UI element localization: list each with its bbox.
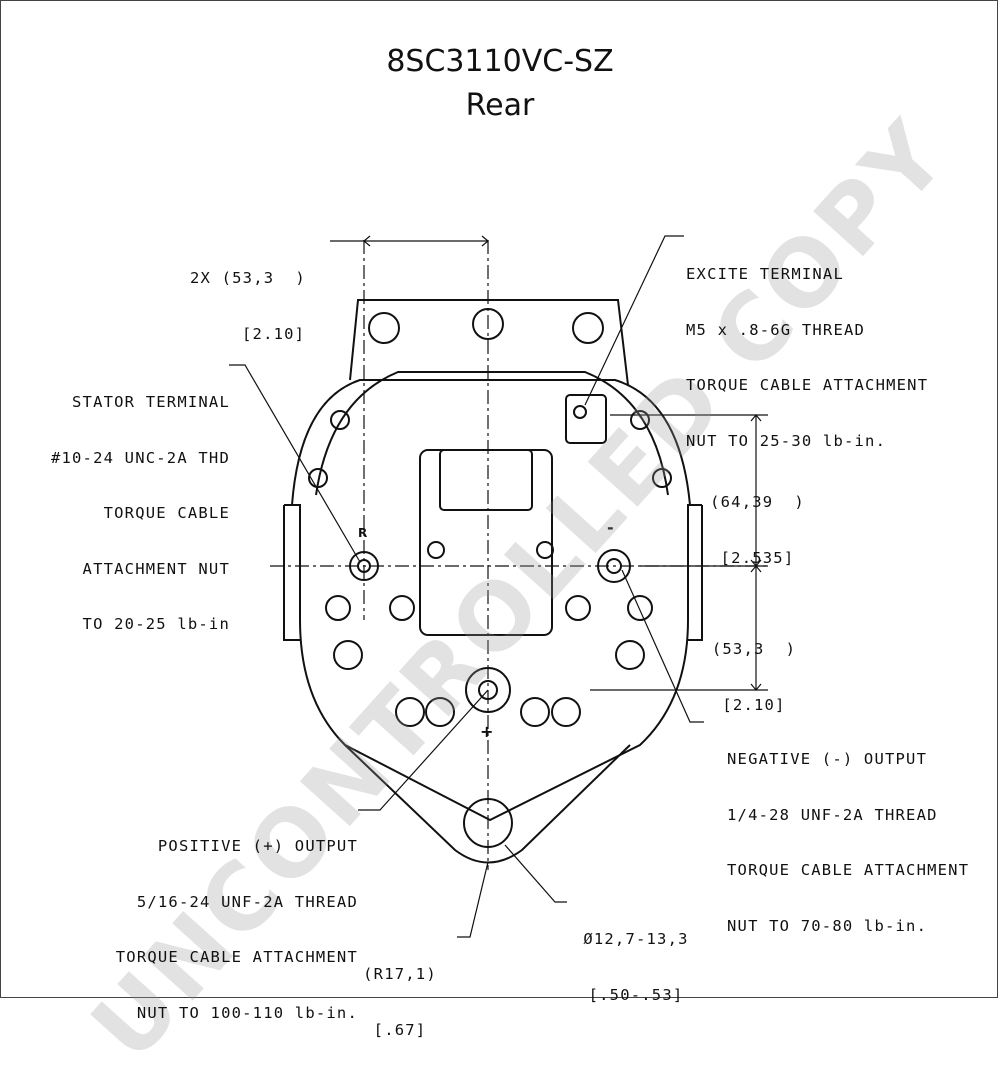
drawing-frame [0, 0, 998, 998]
bolt-right-lower [652, 468, 672, 488]
vent-bottom-3 [520, 697, 550, 727]
vent-bottom-1 [395, 697, 425, 727]
bolt-left-lower [308, 468, 328, 488]
callout-negative-output: NEGATIVE (-) OUTPUT 1/4-28 UNF-2A THREAD… [727, 750, 970, 935]
regulator-screw-left [427, 541, 445, 559]
negative-mark: - [607, 518, 614, 537]
bolt-left-upper [330, 410, 350, 430]
excite-terminal-block [565, 394, 607, 444]
regulator-screw-right [536, 541, 554, 559]
dimension-lines [330, 235, 768, 691]
stator-mark: R [358, 526, 367, 540]
housing-body [284, 504, 702, 822]
callout-positive-output: POSITIVE (+) OUTPUT 5/16-24 UNF-2A THREA… [115, 837, 358, 1022]
mount-hole-left [368, 312, 400, 344]
vent-right-3 [615, 640, 645, 670]
bolt-right-upper [630, 410, 650, 430]
drawing-title: 8SC3110VC-SZ [386, 44, 614, 79]
vent-left-2 [389, 595, 415, 621]
positive-mark: + [480, 722, 493, 741]
regulator-tab [439, 449, 533, 511]
vent-left-3 [333, 640, 363, 670]
alternator-rear-drawing: R - + [229, 235, 770, 938]
vent-bottom-4 [551, 697, 581, 727]
housing-arc-upper [291, 379, 691, 506]
centerlines [270, 240, 770, 870]
callout-dimension-64: (64,39 ) [2.535] [710, 493, 805, 567]
leader-lines [229, 235, 704, 938]
callout-dimension-53: (53,3 ) [2.10] [711, 640, 797, 714]
vent-left-1 [325, 595, 351, 621]
vent-right-1 [565, 595, 591, 621]
vent-bottom-2 [425, 697, 455, 727]
callout-hole-diameter: Ø12,7-13,3 [.50-.53] [583, 930, 689, 1004]
drawing-subtitle: Rear [465, 88, 535, 123]
callout-top-width: 2X (53,3 ) [2.10] [190, 269, 306, 343]
excite-terminal-stud [573, 405, 587, 419]
vent-right-2 [627, 595, 653, 621]
housing-outer-right [688, 505, 703, 641]
housing-arc-inner [315, 371, 669, 496]
callout-excite-terminal: EXCITE TERMINAL M5 x .8-6G THREAD TORQUE… [686, 265, 929, 450]
callout-stator-terminal: STATOR TERMINAL #10-24 UNC-2A THD TORQUE… [50, 393, 230, 633]
alternator-outline [283, 299, 703, 864]
callout-radius: (R17,1) [.67] [363, 965, 437, 1039]
housing-outer-left [283, 505, 300, 641]
terminal-markers: R - + [358, 518, 614, 741]
mount-hole-right [572, 312, 604, 344]
